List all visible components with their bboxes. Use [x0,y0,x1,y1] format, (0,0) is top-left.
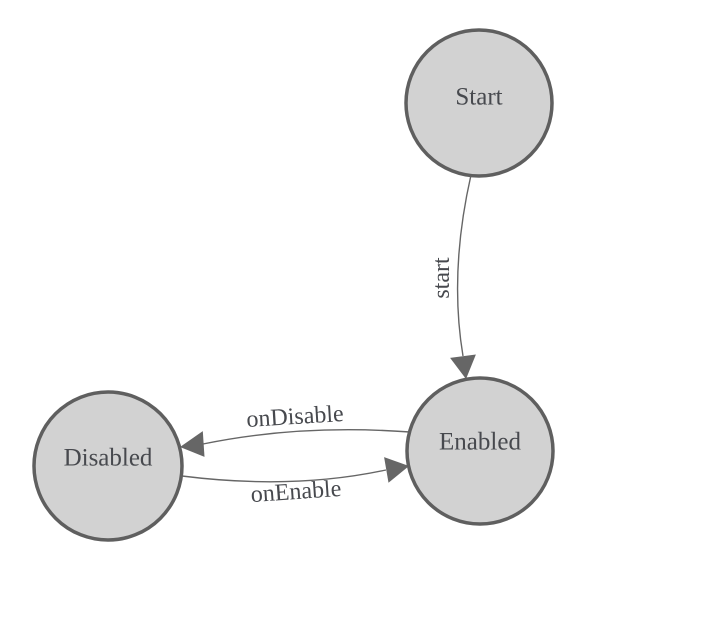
edge-line-start [456,174,472,357]
state-node-enabled-circle[interactable] [405,376,555,526]
arrowhead-into-enabled2-icon [384,457,409,483]
state-node-enabled[interactable]: Enabled [405,376,555,526]
arrowhead-into-enabled-icon [450,354,476,379]
edge-label-ondisable: onDisable [246,401,345,433]
state-node-disabled[interactable]: Disabled [32,390,184,542]
edge-line-ondisable [202,429,411,445]
edge-disabled-to-enabled: onEnable [181,457,409,508]
state-node-start-circle[interactable] [404,28,554,178]
edge-label-start: start [429,257,455,299]
edge-enabled-to-disabled: onDisable [180,401,411,457]
state-node-disabled-circle[interactable] [32,390,184,542]
state-node-start[interactable]: Start [404,28,554,178]
edge-start-to-enabled: start [429,174,476,379]
edge-line-onenable [181,469,387,483]
arrowhead-into-disabled-icon [180,431,205,457]
